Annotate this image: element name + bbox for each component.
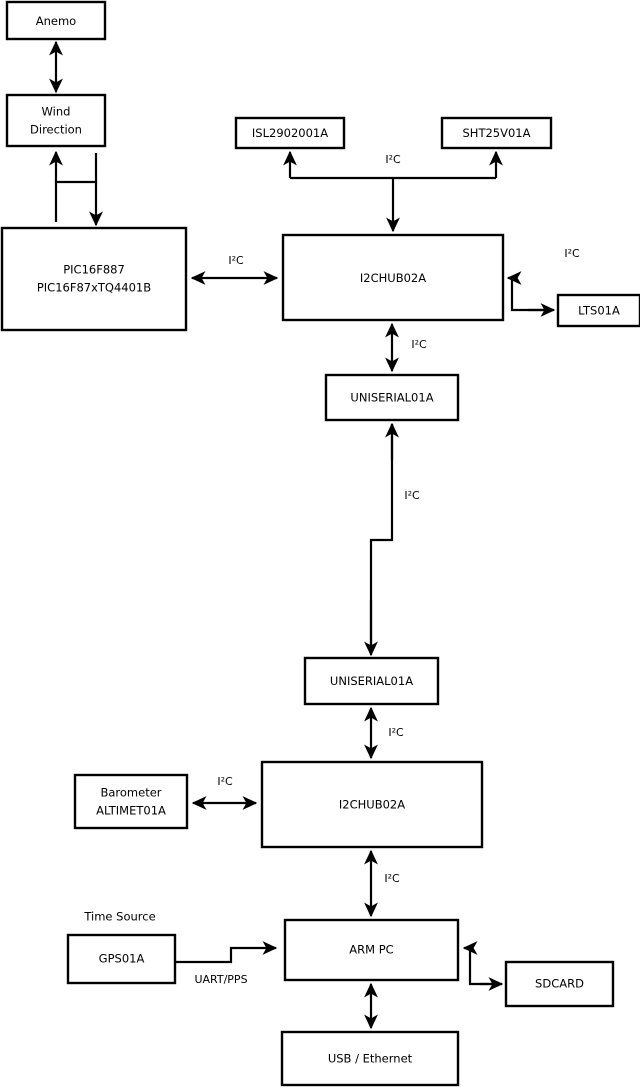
node-barometer-altimet01a[interactable]: Barometer ALTIMET01A (73, 773, 189, 830)
conn-winddir-pic-path (54, 153, 98, 222)
conn-armpc-sdcard-path (468, 948, 500, 986)
edge-label-i2c-pic-hub: I²C (228, 254, 244, 267)
node-label-lts01a: LTS01A (578, 304, 620, 318)
node-label-barometer-line2: ALTIMET01A (96, 804, 166, 818)
edge-labels-layer: I²C I²C I²C I²C I²C I²C I²C I²C UART/PPS (194, 153, 580, 986)
label-time-source: Time Source (83, 910, 155, 924)
node-label-sdcard: SDCARD (535, 977, 584, 991)
node-label-isl2902001a: ISL2902001A (252, 126, 328, 140)
edge-label-i2c-uniserial-chain: I²C (404, 489, 420, 502)
node-label-uniserial01a-lower: UNISERIAL01A (330, 674, 413, 688)
edge-label-i2c-hub-uniserial: I²C (411, 338, 427, 351)
node-i2chub02a-bottom[interactable]: I2CHUB02A (260, 760, 484, 849)
free-labels-layer: Time Source (83, 910, 155, 924)
node-lts01a[interactable]: LTS01A (556, 293, 640, 328)
node-label-wind-direction-line1: Wind (42, 105, 71, 119)
node-sht25v01a[interactable]: SHT25V01A (440, 116, 553, 150)
edge-label-i2c-barometer-hub2: I²C (217, 775, 233, 788)
node-sdcard[interactable]: SDCARD (504, 960, 615, 1008)
node-label-pic-line2: PIC16F87xTQ4401B (37, 281, 151, 295)
node-label-wind-direction-line2: Direction (30, 123, 82, 137)
node-label-usb-ethernet: USB / Ethernet (328, 1052, 413, 1066)
node-label-sht25v01a: SHT25V01A (463, 126, 531, 140)
node-label-anemo: Anemo (36, 14, 76, 28)
edge-label-i2c-sensorbus: I²C (385, 153, 401, 166)
conn-uniserial-chain-path (369, 424, 394, 654)
node-gps01a[interactable]: GPS01A (66, 933, 177, 985)
node-arm-pc[interactable]: ARM PC (283, 918, 460, 982)
node-label-i2chub02a-bottom: I2CHUB02A (339, 798, 405, 812)
node-i2chub02a-top[interactable]: I2CHUB02A (281, 233, 505, 322)
node-label-arm-pc: ARM PC (349, 943, 393, 957)
node-uniserial01a-lower[interactable]: UNISERIAL01A (303, 656, 440, 706)
node-pic-mcu[interactable]: PIC16F887 PIC16F87xTQ4401B (0, 226, 188, 332)
node-usb-ethernet[interactable]: USB / Ethernet (280, 1030, 460, 1087)
node-label-uniserial01a-upper: UNISERIAL01A (350, 391, 433, 405)
node-isl2902001a[interactable]: ISL2902001A (234, 116, 346, 150)
conn-hubtop-lts-path (510, 278, 552, 312)
node-label-barometer-line1: Barometer (100, 786, 161, 800)
conn-gps-armpc (175, 941, 278, 964)
node-anemo[interactable]: Anemo (5, 0, 107, 41)
edges-layer (49, 40, 556, 1030)
edge-label-i2c-hub-lts: I²C (564, 247, 580, 260)
edge-label-i2c-uniserial-hub2: I²C (388, 726, 404, 739)
node-wind-direction[interactable]: Wind Direction (5, 93, 107, 148)
node-label-pic-line1: PIC16F887 (63, 263, 125, 277)
edge-label-i2c-hub2-armpc: I²C (384, 872, 400, 885)
edge-label-uart-pps: UART/PPS (194, 973, 247, 986)
node-label-gps01a: GPS01A (99, 952, 145, 966)
node-uniserial01a-upper[interactable]: UNISERIAL01A (324, 373, 460, 422)
node-label-i2chub02a-top: I2CHUB02A (360, 271, 426, 285)
